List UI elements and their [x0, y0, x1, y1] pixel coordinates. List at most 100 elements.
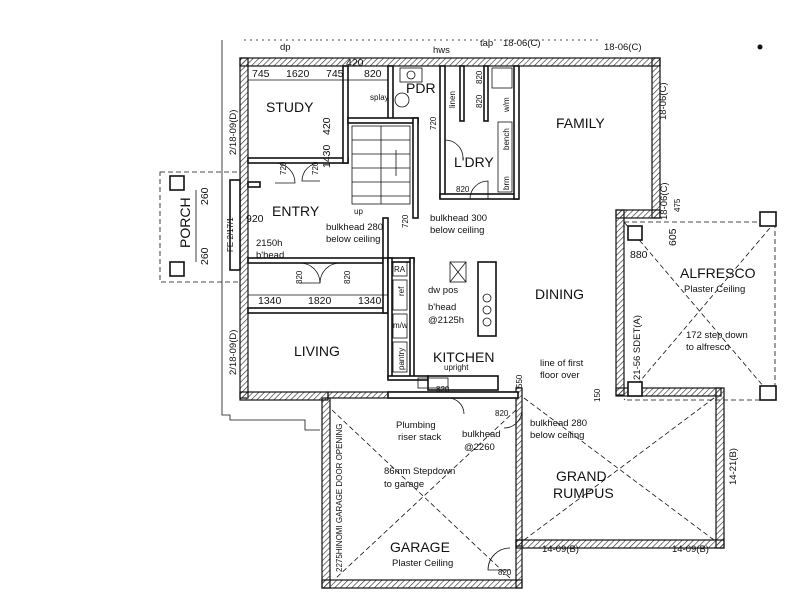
dimensions: 745 1620 745 420 820 420 1430 720 720 92… [199, 57, 682, 577]
svg-text:605: 605 [667, 228, 679, 246]
room-study: STUDY [266, 99, 314, 115]
svg-text:880: 880 [630, 249, 648, 261]
room-dining: DINING [535, 286, 584, 302]
svg-text:to alfresco: to alfresco [686, 342, 730, 353]
svg-text:820: 820 [436, 385, 450, 394]
paper-edge [221, 40, 320, 431]
porch [159, 171, 241, 283]
svg-text:dp: dp [280, 42, 291, 53]
svg-text:RA: RA [394, 265, 406, 274]
svg-text:ref: ref [397, 286, 406, 296]
svg-text:720: 720 [311, 161, 320, 175]
svg-text:bulkhead: bulkhead [462, 429, 501, 440]
staircase [351, 125, 411, 205]
room-entry: ENTRY [272, 203, 320, 219]
svg-text:upright: upright [444, 363, 469, 372]
svg-text:21-56 SDET(A): 21-56 SDET(A) [632, 315, 643, 380]
alfresco [623, 211, 777, 401]
svg-text:260: 260 [199, 187, 211, 205]
svg-text:820: 820 [364, 68, 382, 80]
room-living: LIVING [294, 343, 340, 359]
svg-text:riser stack: riser stack [398, 432, 442, 443]
svg-text:linen: linen [448, 91, 457, 108]
svg-text:820: 820 [498, 568, 512, 577]
annotations: bulkhead 280 below ceiling bulkhead 300 … [226, 38, 748, 572]
svg-text:line of first: line of first [540, 358, 584, 369]
svg-text:below ceiling: below ceiling [430, 225, 484, 236]
svg-text:1620: 1620 [286, 68, 310, 80]
door-swings [274, 139, 523, 571]
room-kitchen: KITCHEN [433, 349, 494, 365]
svg-text:2/18-09(D): 2/18-09(D) [228, 330, 239, 375]
svg-text:pantry: pantry [397, 348, 406, 370]
svg-text:14-09(B): 14-09(B) [542, 544, 579, 555]
garage-ceiling: Plaster Ceiling [392, 558, 453, 569]
ceiling-diagonals [331, 397, 715, 579]
svg-text:b'head: b'head [256, 250, 284, 261]
svg-text:820: 820 [475, 94, 484, 108]
svg-text:820: 820 [475, 70, 484, 84]
svg-text:below ceiling: below ceiling [326, 234, 380, 245]
svg-text:dw pos: dw pos [428, 285, 458, 296]
svg-text:w/m: w/m [502, 97, 511, 113]
svg-text:brm: brm [502, 176, 511, 190]
svg-text:FE 2/17/1: FE 2/17/1 [226, 217, 235, 252]
internal-walls [247, 65, 520, 399]
svg-text:172 step down: 172 step down [686, 330, 748, 341]
svg-text:720: 720 [401, 214, 410, 228]
room-alfresco: ALFRESCO [680, 265, 756, 281]
svg-text:floor over: floor over [540, 370, 580, 381]
svg-text:1820: 1820 [308, 295, 332, 307]
svg-text:745: 745 [252, 68, 270, 80]
svg-text:475: 475 [673, 198, 682, 212]
svg-text:2150h: 2150h [256, 238, 282, 249]
kitchen-fixtures [392, 261, 492, 389]
svg-text:1340: 1340 [258, 295, 282, 307]
svg-text:2/18-09(D): 2/18-09(D) [228, 110, 239, 155]
svg-text:splay: splay [370, 93, 389, 102]
room-family: FAMILY [556, 115, 605, 131]
room-ldry: L'DRY [454, 154, 494, 170]
svg-text:18-06(C): 18-06(C) [658, 83, 669, 121]
svg-text:550: 550 [515, 374, 524, 388]
svg-text:Plumbing: Plumbing [396, 420, 436, 431]
svg-text:bulkhead 280: bulkhead 280 [530, 418, 587, 429]
svg-text:18-06(C): 18-06(C) [659, 183, 670, 221]
svg-text:920: 920 [246, 213, 264, 225]
room-rumpus: RUMPUS [553, 485, 614, 501]
svg-text:150: 150 [593, 388, 602, 402]
pdr-fixtures [394, 67, 513, 193]
svg-text:2275HINOMI GARAGE DOOR OPENING: 2275HINOMI GARAGE DOOR OPENING [335, 424, 344, 572]
svg-text:1340: 1340 [358, 295, 382, 307]
svg-text:420: 420 [346, 57, 364, 69]
svg-text:up: up [354, 207, 363, 216]
section-references: 18-06(C) 18-06(C) 18-06(C) 2/18-09(D) 18… [228, 38, 739, 555]
room-porch: PORCH [177, 197, 193, 248]
svg-text:18-06(C): 18-06(C) [503, 38, 541, 49]
room-pdr: PDR [406, 80, 436, 96]
scan-marks [244, 39, 763, 50]
svg-text:@2260: @2260 [464, 442, 495, 453]
room-grand: GRAND [556, 468, 607, 484]
svg-text:bulkhead 280: bulkhead 280 [326, 222, 383, 233]
svg-text:18-06(C): 18-06(C) [604, 42, 642, 53]
svg-text:b'head: b'head [428, 302, 456, 313]
svg-text:820: 820 [295, 270, 304, 284]
svg-text:720: 720 [279, 161, 288, 175]
svg-text:820: 820 [343, 270, 352, 284]
svg-text:bulkhead 300: bulkhead 300 [430, 213, 487, 224]
svg-text:below ceiling: below ceiling [530, 430, 584, 441]
svg-text:to garage: to garage [384, 479, 424, 490]
svg-text:tap: tap [480, 38, 493, 49]
svg-text:745: 745 [326, 68, 344, 80]
room-garage: GARAGE [390, 539, 450, 555]
svg-text:bench: bench [502, 128, 511, 150]
svg-text:m/w: m/w [393, 321, 408, 330]
svg-text:@2125h: @2125h [428, 315, 464, 326]
svg-text:260: 260 [199, 247, 211, 265]
svg-text:hws: hws [433, 45, 450, 56]
svg-text:720: 720 [429, 116, 438, 130]
room-labels: STUDY PDR FAMILY L'DRY ENTRY PORCH ALFRE… [177, 80, 756, 569]
